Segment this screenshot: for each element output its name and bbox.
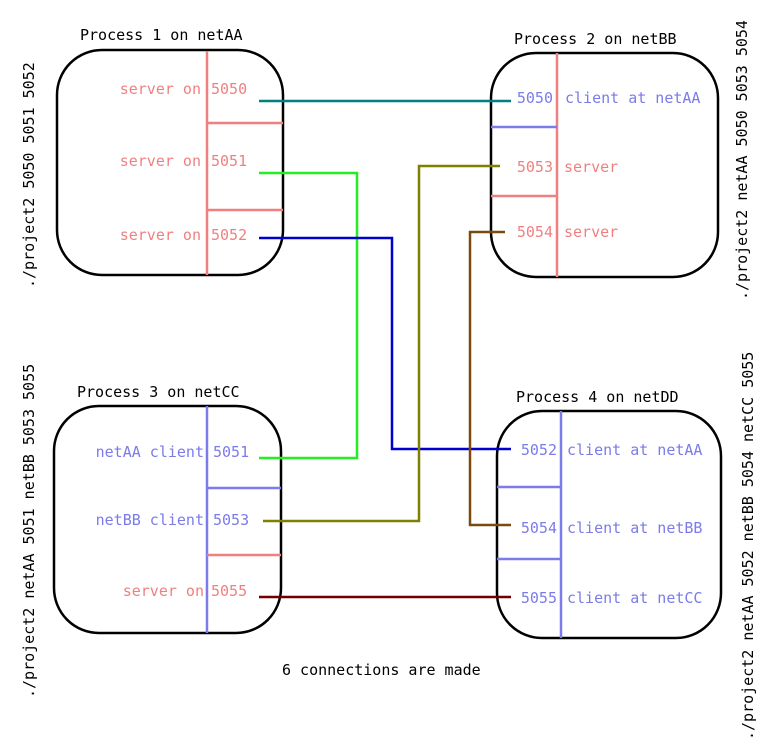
row-port: 5054: [517, 223, 553, 241]
process2-dividers: [491, 53, 559, 277]
row-label: server: [564, 158, 618, 176]
process2-row: 5054 server: [517, 223, 618, 241]
row-port: 5053: [517, 158, 553, 176]
process1-row: server on 5051: [120, 152, 247, 170]
process3-box: [52, 404, 283, 635]
row-port: 5052: [211, 226, 247, 244]
row-port: 5051: [211, 152, 247, 170]
row-port: 5053: [213, 511, 249, 529]
process1-title: Process 1 on netAA: [80, 26, 243, 44]
connection-5051: [259, 171, 359, 460]
row-port: 5050: [517, 89, 553, 107]
row-label: netAA client: [96, 443, 204, 461]
row-label: server: [564, 223, 618, 241]
connection-5053: [263, 164, 500, 523]
row-port: 5054: [521, 519, 557, 537]
row-label: client at netAA: [565, 89, 700, 107]
process1-dividers: [205, 51, 283, 275]
row-label: client at netBB: [567, 519, 702, 537]
process3-title: Process 3 on netCC: [77, 383, 240, 401]
process2-command: ./project2 netAA 5050 5053 5054: [733, 20, 751, 300]
process3-row: server on 5055: [123, 582, 247, 600]
row-label: server on: [123, 582, 204, 600]
process1-command: ./project2 5050 5051 5052: [20, 62, 38, 288]
connection-5054: [468, 230, 511, 527]
process4-title: Process 4 on netDD: [516, 388, 679, 406]
process4-dividers: [497, 411, 563, 638]
row-label: server on: [120, 226, 201, 244]
process4-command: ./project2 netAA 5052 netBB 5054 netCC 5…: [739, 352, 757, 740]
process2-row: 5053 server: [517, 158, 618, 176]
diagram-caption: 6 connections are made: [282, 661, 481, 679]
row-port: 5055: [521, 589, 557, 607]
row-label: server on: [120, 80, 201, 98]
row-port: 5051: [213, 443, 249, 461]
process2-title: Process 2 on netBB: [514, 30, 677, 48]
process1-box: [55, 48, 285, 277]
row-port: 5052: [521, 441, 557, 459]
process3-row: netBB client 5053: [96, 511, 250, 529]
row-port: 5055: [211, 582, 247, 600]
row-label: server on: [120, 152, 201, 170]
row-label: client at netAA: [567, 441, 702, 459]
process3-dividers: [205, 406, 281, 633]
row-label: client at netCC: [567, 589, 702, 607]
connection-wires: [259, 99, 511, 599]
process4-row: 5055 client at netCC: [521, 589, 703, 607]
process1-row: server on 5050: [120, 80, 247, 98]
row-label: netBB client: [96, 511, 204, 529]
process1-row: server on 5052: [120, 226, 247, 244]
connection-5052: [259, 236, 511, 451]
process3-command: ./project2 netAA 5051 netBB 5053 5055: [20, 364, 38, 698]
process2-row: 5050 client at netAA: [517, 89, 701, 107]
row-port: 5050: [211, 80, 247, 98]
process4-row: 5054 client at netBB: [521, 519, 703, 537]
process4-row: 5052 client at netAA: [521, 441, 703, 459]
process3-row: netAA client 5051: [96, 443, 250, 461]
